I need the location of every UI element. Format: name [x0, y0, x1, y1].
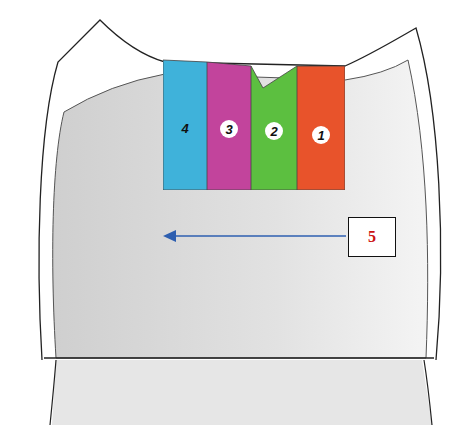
- arrow-head: [163, 230, 176, 242]
- callout-number: 5: [368, 229, 376, 245]
- layer-shape: [297, 58, 345, 190]
- enamel-outline: [39, 20, 441, 360]
- text-holder: 1: [297, 58, 345, 190]
- root: [52, 360, 432, 425]
- text-holder: 5: [349, 218, 395, 256]
- leader-arrow: [174, 235, 346, 237]
- layer-number: 4: [181, 122, 188, 135]
- text-holder: 4: [163, 58, 207, 190]
- layer-fill: [163, 60, 207, 190]
- cavity-layer: 3: [207, 58, 251, 190]
- layer-number: 2: [265, 122, 283, 140]
- cavity-layer: 2: [251, 58, 297, 190]
- layer-fill: [297, 66, 345, 190]
- cavity-layer: 4: [163, 58, 207, 190]
- text-holder: 3: [207, 58, 251, 190]
- text-holder: 2: [251, 58, 297, 190]
- layer-fill: [251, 66, 297, 190]
- root-outline: [424, 360, 432, 425]
- dentin: [53, 60, 428, 358]
- layer-number: 1: [312, 126, 330, 144]
- cervical-line: [44, 357, 434, 358]
- layer-number: 3: [220, 120, 238, 138]
- root-outline: [50, 360, 56, 425]
- layer-fill: [207, 62, 251, 190]
- cavity-layer: 1: [297, 58, 345, 190]
- callout-box: 5: [348, 217, 396, 257]
